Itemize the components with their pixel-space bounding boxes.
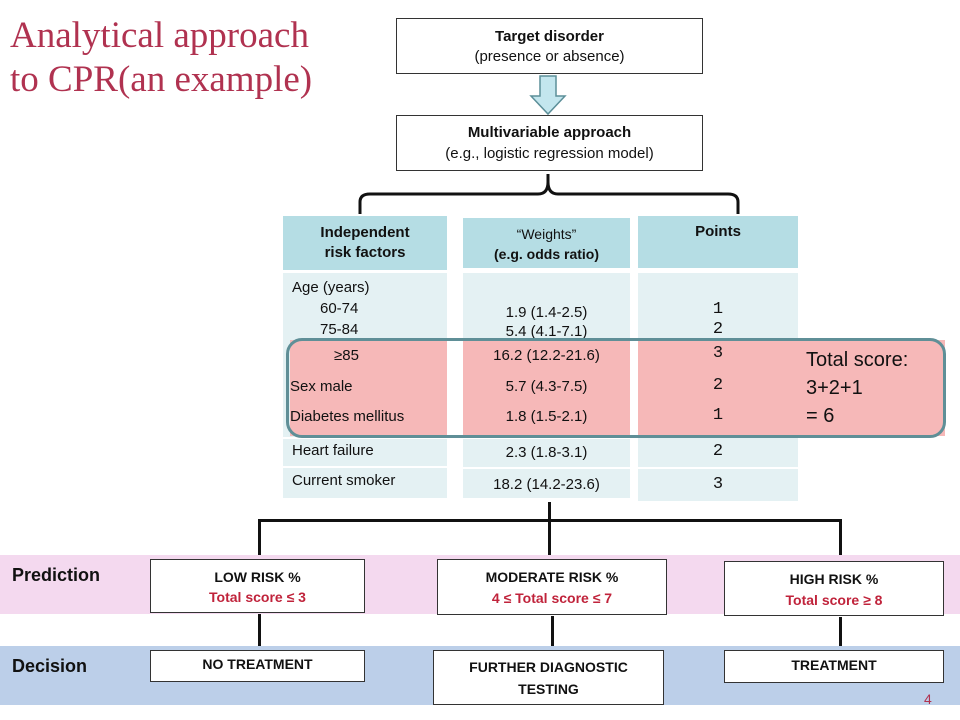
connector-horizontal bbox=[258, 519, 842, 522]
factors-header-line1: Independent bbox=[320, 224, 410, 241]
highlight-cell bbox=[638, 340, 798, 436]
low-risk-score: Total score ≤ 3 bbox=[209, 589, 306, 605]
page-number: 4 bbox=[924, 691, 932, 707]
weight-diabetes: 1.8 (1.5-2.1) bbox=[505, 408, 588, 425]
points-60-74: 1 bbox=[712, 300, 724, 319]
total-score-line2: 3+2+1 bbox=[806, 377, 863, 399]
highlight-cell bbox=[463, 340, 630, 436]
points-85: 3 bbox=[712, 344, 724, 363]
highlight-cell bbox=[290, 340, 447, 436]
row-separator bbox=[463, 437, 630, 439]
total-score-line1: Total score: bbox=[806, 349, 909, 371]
age-label: Age (years) bbox=[292, 279, 370, 296]
high-risk-box: HIGH RISK % Total score ≥ 8 bbox=[724, 561, 944, 616]
points-diabetes: 1 bbox=[712, 406, 724, 425]
weights-header-line2: (e.g. odds ratio) bbox=[494, 246, 599, 262]
connector-right bbox=[839, 519, 842, 561]
factors-header: Independent risk factors bbox=[283, 216, 447, 270]
row-separator bbox=[283, 437, 447, 439]
highlight-cell bbox=[798, 340, 945, 436]
treatment-box: TREATMENT bbox=[724, 650, 944, 683]
further-testing-box: FURTHER DIAGNOSTIC TESTING bbox=[433, 650, 664, 705]
multivariable-subtitle: (e.g., logistic regression model) bbox=[445, 145, 654, 162]
weight-current-smoker: 18.2 (14.2-23.6) bbox=[493, 476, 600, 493]
down-arrow-icon bbox=[529, 75, 567, 116]
no-treatment-box: NO TREATMENT bbox=[150, 650, 365, 682]
connector-trunk bbox=[548, 502, 551, 558]
target-disorder-box: Target disorder (presence or absence) bbox=[396, 18, 703, 74]
total-score-line3: = 6 bbox=[806, 405, 835, 427]
further-testing-line2: TESTING bbox=[518, 681, 579, 697]
factor-current-smoker: Current smoker bbox=[292, 472, 396, 489]
connector-moderate-decision bbox=[551, 616, 554, 650]
points-header: Points bbox=[638, 216, 798, 268]
points-sex-male: 2 bbox=[712, 376, 724, 395]
points-current-smoker: 3 bbox=[712, 475, 724, 494]
weights-header-line1: “Weights” bbox=[516, 226, 577, 242]
highlight-outline bbox=[286, 338, 946, 438]
factor-heart-failure: Heart failure bbox=[292, 442, 374, 459]
row-separator bbox=[638, 467, 798, 469]
weight-75-84: 5.4 (4.1-7.1) bbox=[505, 323, 588, 340]
slide-title-line1: Analytical approach bbox=[10, 15, 309, 56]
low-risk-title: LOW RISK % bbox=[214, 569, 301, 585]
high-risk-score: Total score ≥ 8 bbox=[785, 592, 883, 608]
total-score: Total score: 3+2+1 = 6 bbox=[806, 346, 908, 430]
row-separator bbox=[463, 467, 630, 469]
row-separator bbox=[283, 466, 447, 468]
target-disorder-subtitle: (presence or absence) bbox=[474, 48, 625, 65]
weight-60-74: 1.9 (1.4-2.5) bbox=[505, 304, 588, 321]
multivariable-box: Multivariable approach (e.g., logistic r… bbox=[396, 115, 703, 171]
high-risk-title: HIGH RISK % bbox=[789, 571, 879, 587]
factors-header-line2: risk factors bbox=[324, 244, 406, 261]
factor-sex-male: Sex male bbox=[290, 378, 353, 395]
moderate-risk-box: MODERATE RISK % 4 ≤ Total score ≤ 7 bbox=[437, 559, 667, 615]
connector-low-decision bbox=[258, 614, 261, 650]
connector-left bbox=[258, 519, 261, 559]
weight-heart-failure: 2.3 (1.8-3.1) bbox=[505, 444, 588, 461]
slide-title-line2: to CPR(an example) bbox=[10, 59, 313, 100]
prediction-label: Prediction bbox=[12, 565, 101, 585]
connector-high-decision bbox=[839, 617, 842, 651]
points-heart-failure: 2 bbox=[712, 442, 724, 461]
multivariable-title: Multivariable approach bbox=[467, 124, 632, 141]
moderate-risk-score: 4 ≤ Total score ≤ 7 bbox=[491, 590, 613, 606]
low-risk-box: LOW RISK % Total score ≤ 3 bbox=[150, 559, 365, 613]
decision-label: Decision bbox=[12, 656, 88, 676]
treatment-text: TREATMENT bbox=[791, 657, 877, 673]
age-range-60-74: 60-74 bbox=[320, 300, 359, 317]
brace-icon bbox=[358, 174, 740, 214]
age-range-85: ≥85 bbox=[334, 347, 359, 364]
age-range-75-84: 75-84 bbox=[320, 321, 359, 338]
moderate-risk-title: MODERATE RISK % bbox=[485, 569, 619, 585]
weights-header: “Weights” (e.g. odds ratio) bbox=[463, 218, 630, 268]
no-treatment-text: NO TREATMENT bbox=[202, 656, 313, 672]
weight-sex-male: 5.7 (4.3-7.5) bbox=[505, 378, 588, 395]
weight-85: 16.2 (12.2-21.6) bbox=[493, 347, 600, 364]
target-disorder-title: Target disorder bbox=[495, 28, 604, 45]
slide-title: Analytical approach to CPR(an example) bbox=[10, 14, 312, 102]
points-header-text: Points bbox=[695, 223, 741, 240]
points-75-84: 2 bbox=[712, 320, 724, 339]
further-testing-line1: FURTHER DIAGNOSTIC bbox=[469, 659, 628, 675]
factor-diabetes: Diabetes mellitus bbox=[290, 408, 405, 425]
